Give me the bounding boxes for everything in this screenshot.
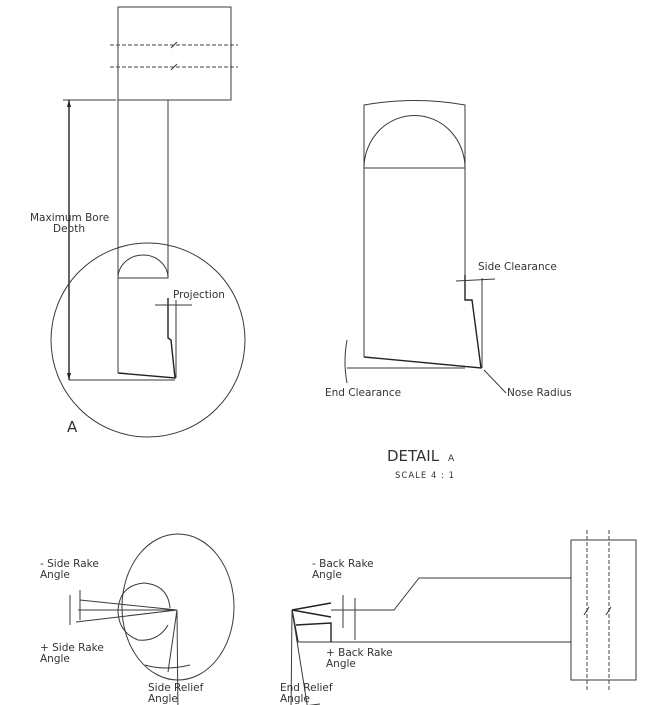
bore-depth-label-2: Depth	[53, 223, 85, 235]
front-view: Projection Maximum Bore Depth A	[30, 6, 246, 438]
nose-radius-leader	[483, 369, 507, 394]
bore-depth-label: Maximum Bore	[30, 212, 109, 224]
flange	[570, 539, 637, 681]
detail-body	[363, 100, 466, 357]
cutting-tip	[117, 298, 176, 379]
end-relief-label-2: Angle	[280, 693, 310, 705]
detail-marker: A	[67, 418, 78, 436]
neg-side-rake-label: - Side Rake	[40, 558, 99, 570]
side-view-tip	[291, 602, 332, 643]
side-clearance-label: Side Clearance	[478, 261, 557, 273]
scale-label: SCALE 4 : 1	[395, 471, 455, 481]
detail-title: DETAIL	[387, 447, 440, 465]
detail-dome	[363, 114, 466, 169]
holder-body	[117, 6, 232, 101]
end-view: - Side Rake Angle + Side Rake Angle Side…	[40, 533, 235, 705]
side-relief-label: Side Relief	[148, 682, 204, 694]
projection-label: Projection	[173, 289, 225, 301]
nose-radius-label: Nose Radius	[507, 387, 572, 399]
end-clearance-arc	[344, 339, 348, 384]
neg-back-rake-label: - Back Rake	[312, 558, 374, 570]
detail-tip	[363, 275, 482, 369]
side-view: - Back Rake Angle + Back Rake Angle End …	[280, 530, 637, 705]
side-relief-label-2: Angle	[148, 693, 178, 705]
end-relief-label: End Relief	[280, 682, 333, 694]
neg-side-rake-label-2: Angle	[40, 569, 70, 581]
bar-top	[331, 577, 571, 611]
back-rake-dims	[342, 595, 356, 640]
detail-circle	[50, 242, 246, 438]
end-clearance-label: End Clearance	[325, 387, 401, 399]
pos-side-rake-label-2: Angle	[40, 653, 70, 665]
side-relief-arc	[144, 664, 191, 669]
pos-back-rake-label: + Back Rake	[326, 647, 393, 659]
pos-side-rake-label: + Side Rake	[40, 642, 104, 654]
side-clearance-dim	[455, 278, 496, 282]
shank-dome	[117, 254, 169, 279]
detail-letter: A	[448, 454, 455, 464]
neg-back-rake-label-2: Angle	[312, 569, 342, 581]
side-rake-dims	[69, 590, 81, 625]
end-view-outer	[121, 533, 235, 681]
pos-back-rake-label-2: Angle	[326, 658, 356, 670]
detail-a-view: Side Clearance End Clearance Nose Radius…	[325, 100, 572, 481]
